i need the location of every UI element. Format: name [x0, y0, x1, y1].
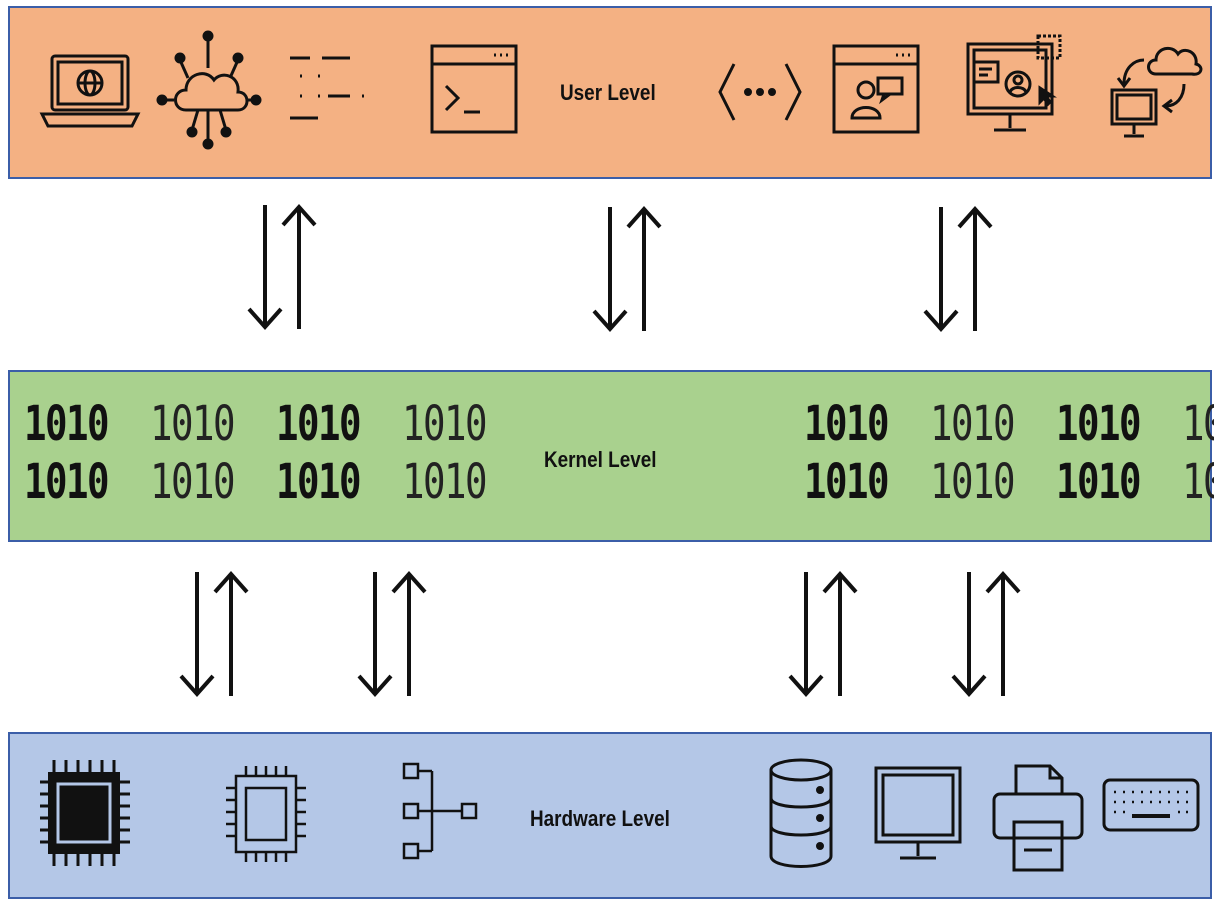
- binary-token: 1010: [24, 454, 109, 510]
- cloud-sync-monitor-icon: [1108, 28, 1203, 146]
- binary-token: 1010: [402, 396, 487, 452]
- user-level-band: User Level: [8, 6, 1212, 179]
- binary-token: 1010: [804, 396, 889, 452]
- printer-icon: [992, 762, 1086, 874]
- laptop-globe-icon: [39, 48, 141, 134]
- database-icon: [768, 758, 834, 870]
- binary-token: 1010: [1056, 396, 1141, 452]
- user-level-label: User Level: [560, 80, 656, 105]
- binary-token: 1010: [150, 396, 235, 452]
- kernel-level-label: Kernel Level: [544, 447, 657, 472]
- monitor-user-icon: [964, 32, 1064, 144]
- cloud-network-icon: [156, 30, 262, 150]
- arrow-pair-user-kernel-1: [245, 203, 317, 336]
- binary-token: 1010: [276, 454, 361, 510]
- code-brackets-icon: [718, 60, 802, 124]
- arrow-pair-kernel-hw-4: [949, 570, 1021, 703]
- monitor-icon: [874, 766, 964, 866]
- arrow-pair-user-kernel-3: [921, 205, 993, 338]
- hardware-level-label: Hardware Level: [530, 806, 670, 831]
- terminal-window-icon: [430, 44, 520, 136]
- cpu-chip-filled-icon: [40, 758, 132, 870]
- arrow-pair-kernel-hw-3: [786, 570, 858, 703]
- arrow-pair-kernel-hw-2: [355, 570, 427, 703]
- binary-token: 1010: [1056, 454, 1141, 510]
- text-lines-icon: [288, 52, 372, 132]
- binary-token: 1010: [1182, 396, 1214, 452]
- binary-token: 1010: [276, 396, 361, 452]
- binary-token: 1010: [402, 454, 487, 510]
- arrow-pair-kernel-hw-1: [177, 570, 249, 703]
- binary-token: 1010: [930, 454, 1015, 510]
- binary-token: 1010: [804, 454, 889, 510]
- tree-hierarchy-icon: [402, 762, 482, 862]
- hardware-level-band: Hardware Level: [8, 732, 1212, 899]
- binary-token: 1010: [24, 396, 109, 452]
- binary-token: 1010: [150, 454, 235, 510]
- user-chat-window-icon: [832, 44, 922, 136]
- binary-token: 1010: [1182, 454, 1214, 510]
- cpu-chip-outline-icon: [226, 764, 306, 864]
- keyboard-icon: [1102, 778, 1200, 834]
- binary-token: 1010: [930, 396, 1015, 452]
- arrow-pair-user-kernel-2: [590, 205, 662, 338]
